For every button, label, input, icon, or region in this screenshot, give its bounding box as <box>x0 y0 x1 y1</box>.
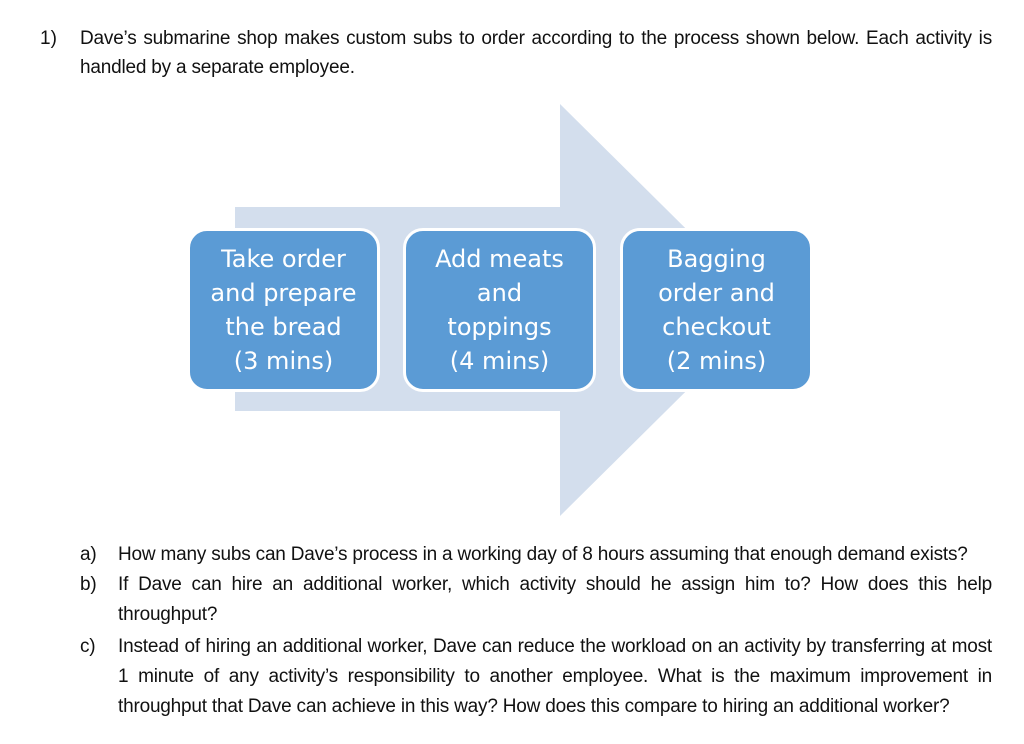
subquestion-label: b) <box>80 574 97 595</box>
step-line: and <box>476 279 523 307</box>
step-line: and prepare <box>210 279 357 307</box>
subquestion-label: a) <box>80 544 97 565</box>
step-line: order and <box>658 279 775 307</box>
subquestion-label: c) <box>80 636 96 657</box>
step-take-order: Take order and prepare the bread (3 mins… <box>187 228 380 392</box>
step-line: Bagging <box>667 245 766 273</box>
question-number: 1) <box>40 28 57 49</box>
step-line: the bread <box>225 313 342 341</box>
step-time: (3 mins) <box>233 347 334 375</box>
subquestion-text: How many subs can Dave’s process in a wo… <box>118 544 968 565</box>
step-time: (2 mins) <box>666 347 767 375</box>
subquestion-a: a) How many subs can Dave’s process in a… <box>80 540 992 570</box>
step-line: toppings <box>447 313 552 341</box>
step-line: Add meats <box>435 245 564 273</box>
step-line: Take order <box>221 245 346 273</box>
step-time: (4 mins) <box>449 347 550 375</box>
subquestion-b: b) If Dave can hire an additional worker… <box>80 570 992 630</box>
step-bagging: Bagging order and checkout (2 mins) <box>620 228 813 392</box>
step-line: checkout <box>662 313 771 341</box>
subquestion-text: If Dave can hire an additional worker, w… <box>118 574 992 625</box>
subquestion-text: Instead of hiring an additional worker, … <box>118 636 992 717</box>
subquestion-c: c) Instead of hiring an additional worke… <box>80 632 992 722</box>
question-intro: Dave’s submarine shop makes custom subs … <box>80 28 992 78</box>
step-add-meats: Add meats and toppings (4 mins) <box>403 228 596 392</box>
